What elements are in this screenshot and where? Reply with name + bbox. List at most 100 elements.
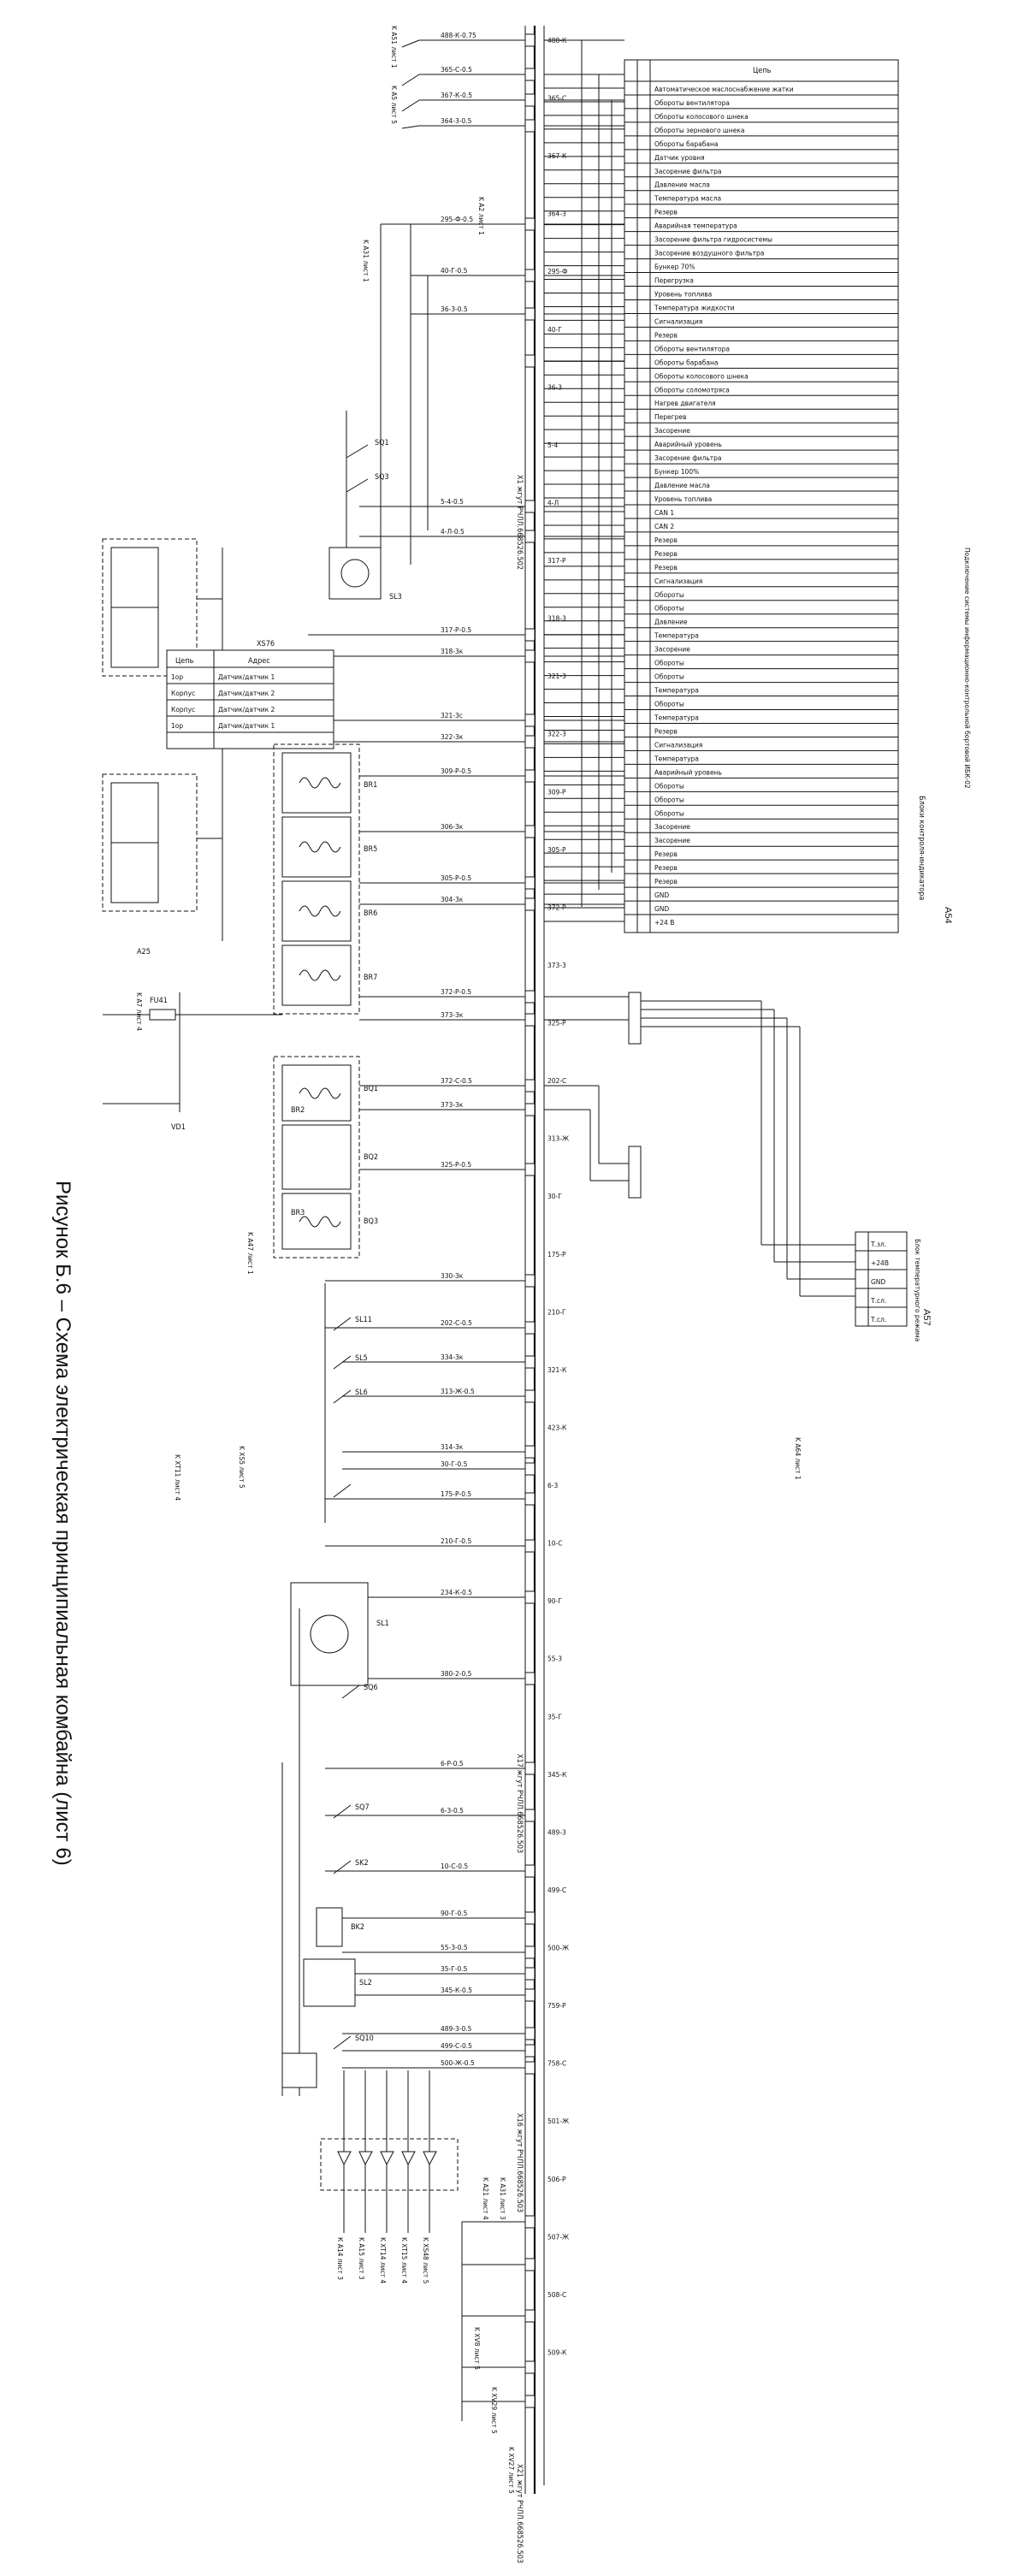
right-wire-label: 423-К [547, 1424, 567, 1431]
right-wire-label: 295-Ф [547, 268, 568, 275]
right-wire-label: 365-С [547, 95, 566, 103]
a54-row-label: Аварийный уровень [654, 768, 722, 776]
left-wire-label: 489-3-0.5 [441, 2025, 472, 2033]
bottom-reference: K A15 лист 3 [358, 2237, 365, 2280]
left-wire-label: 317-Р-0.5 [441, 626, 471, 634]
a54-row-label: Датчик уровня [654, 154, 705, 162]
left-wire-label: 175-Р-0.5 [441, 1490, 471, 1498]
bottom-reference: K XV8 лист 5 [473, 2327, 481, 2370]
sheet-reference: K A5 лист 5 [390, 86, 398, 124]
right-wire-label: 309-Р [547, 788, 566, 796]
a54-row-label: Засорение [654, 823, 690, 831]
component-label: BR1 [364, 781, 377, 790]
left-wire-label: 90-Г-0.5 [441, 1910, 468, 1917]
bottom-reference: K XT15 лист 4 [400, 2237, 408, 2283]
harness-label: X17 жгут РЧЛЛ.668526.503 [515, 1754, 524, 1853]
right-wire-label: 90-Г [547, 1597, 562, 1605]
left-wire-label: 365-С-0.5 [441, 66, 472, 74]
xs76-title: XS76 [257, 640, 275, 648]
left-wire-label: 322-3к [441, 733, 464, 741]
left-wire-label: 318-3к [441, 648, 464, 655]
xs76-row-2-chain: Корпус [171, 690, 195, 697]
harness-label: X16 жгут РЧЛЛ.668526.503 [515, 2113, 524, 2212]
a54-subtitle: Блоки контроля-индикатора [917, 796, 926, 900]
sheet-reference: K A7 лист 4 [135, 992, 143, 1031]
right-wire-label: 345-К [547, 1771, 567, 1779]
right-wire-label: 372-Р [547, 903, 566, 911]
a54-row-label: Резерв [654, 331, 678, 339]
a54-row-label: GND [654, 905, 669, 913]
a54-row-label: Засорение воздушного фильтра [654, 250, 764, 258]
left-wire-label: 313-Ж-0.5 [441, 1388, 475, 1395]
right-wire-label: 321-К [547, 1366, 567, 1374]
right-wire-label: 364-3 [547, 210, 566, 218]
component-label: SL11 [355, 1316, 372, 1324]
a54-row-label: Уровень топлива [654, 290, 712, 298]
a54-row-label: Засорение [654, 837, 690, 844]
left-wire-label: 10-С-0.5 [441, 1862, 468, 1870]
left-wire-label: 314-3к [441, 1443, 464, 1451]
harness-label: X21 жгут РЧЛЛ.668526.503 [515, 2464, 524, 2563]
left-wire-label: 30-Г-0.5 [441, 1460, 468, 1468]
a54-row-label: Резерв [654, 550, 678, 558]
a54-row-label: Бункер 70% [654, 264, 695, 271]
a54-row-label: Уровень топлива [654, 495, 712, 503]
right-wire-label: 210-Г [547, 1308, 566, 1316]
sheet-refs: K A51 лист 1K A5 лист 5K A2 лист 1K A31 … [135, 26, 802, 1501]
left-wire-label: 35-Г-0.5 [441, 1965, 468, 1973]
right-wire-label: 36-3 [547, 383, 562, 391]
a57-row-label: Т.сл. [870, 1297, 886, 1305]
bus-connector-pins [524, 33, 536, 2408]
a54-row-label: Обороты колосового шнека [654, 113, 749, 121]
sheet-reference: K XS5 лист 5 [238, 1446, 246, 1489]
main-bus [524, 26, 545, 2494]
component-labels: SL3SQ1SQ3BR1BR5BR6BR7BQ1BQ2BQ3SL11SL5SL6… [137, 439, 402, 2043]
a54-row-label: Давление масла [654, 181, 710, 189]
component-label: SQ6 [364, 1684, 378, 1692]
right-wire-label: 321-3 [547, 672, 566, 680]
sheet-reference: K A51 лист 1 [390, 26, 398, 68]
component-label: BR5 [364, 845, 377, 854]
right-wire-label: 5-4 [547, 441, 558, 449]
component-label: BQ3 [364, 1217, 378, 1226]
a54-row-label: GND [654, 891, 669, 899]
right-wire-label: 489-3 [547, 1828, 566, 1836]
left-wire-label: 6-3-0.5 [441, 1807, 464, 1815]
left-wire-label: 5-4-0.5 [441, 498, 464, 506]
a54-row-label: Сигнализация [654, 577, 702, 585]
left-wire-labels: 488-К-0.75365-С-0.5367-К-0.5364-3-0.5295… [441, 32, 476, 2067]
component-label: SQ3 [375, 473, 389, 482]
component-label: BQ2 [364, 1153, 378, 1162]
a54-row-label: Засорение [654, 646, 690, 654]
right-wire-label: 317-Р [547, 557, 566, 565]
right-wire-label: 4-Л [547, 499, 559, 506]
a57-row-label: Т.зл. [870, 1241, 886, 1248]
left-wire-label: 372-С-0.5 [441, 1077, 472, 1085]
a54-row-label: Обороты [654, 591, 684, 599]
a54-row-label: Сигнализация [654, 741, 702, 749]
right-wire-label: 305-Р [547, 846, 566, 854]
bottom-reference: K XV29 лист 5 [490, 2387, 498, 2434]
component-label: SQ10 [355, 2034, 374, 2043]
a54-row-label: Сигнализация [654, 317, 702, 325]
left-wire-label: 373-3к [441, 1011, 464, 1019]
right-wire-label: 325-Р [547, 1020, 566, 1027]
left-wire-label: 309-Р-0.5 [441, 767, 471, 775]
component-label: VD1 [171, 1123, 186, 1132]
left-wire-label: 380-2-0.5 [441, 1670, 472, 1678]
xs76-row-1-addr: Датчик/датчик 1 [218, 673, 275, 681]
xs76-row-4-addr: Датчик/датчик 1 [218, 722, 275, 730]
a54-row-label: Резерв [654, 209, 678, 216]
component-label: SK2 [355, 1859, 369, 1868]
component-label: SL5 [355, 1354, 368, 1363]
a54-row-label: CAN 1 [654, 509, 674, 517]
bottom-reference: K XV27 лист 5 [507, 2447, 515, 2494]
left-wire-label: 500-Ж-0.5 [441, 2059, 475, 2067]
right-wire-label: 202-С [547, 1077, 566, 1085]
a54-row-label: Температура [654, 714, 699, 721]
a54-row-label: Обороты колосового шнека [654, 372, 749, 380]
a54-row-label: Обороты [654, 605, 684, 613]
left-wire-label: 36-3-0.5 [441, 305, 468, 313]
